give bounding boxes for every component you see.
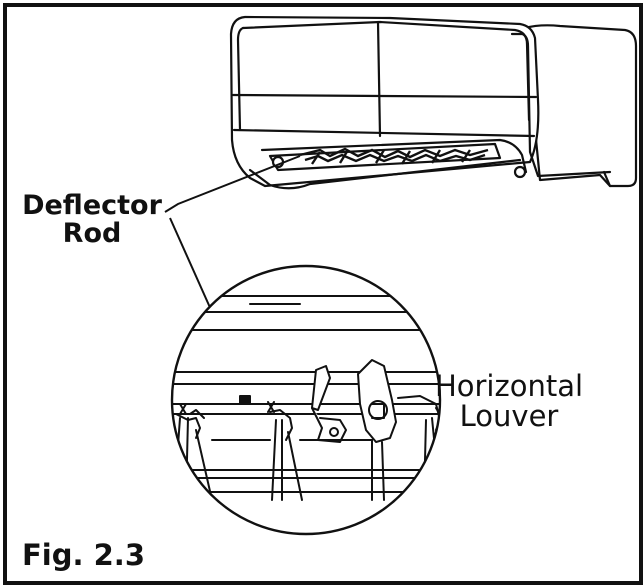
deflector-rod-label-line2: Rod xyxy=(62,218,122,250)
horizontal-louver-label: Horizontal Louver xyxy=(414,371,604,432)
deflector-rod-label-line1: Deflector xyxy=(22,190,162,221)
horizontal-louver-label-line2: Louver xyxy=(459,399,559,434)
figure-caption: Fig. 2.3 xyxy=(22,538,145,572)
leader-line xyxy=(164,155,301,313)
deflector-rod-label: Deflector Rod xyxy=(18,190,166,250)
horizontal-louver-label-line1: Horizontal xyxy=(434,369,584,403)
unit-louver-vents xyxy=(299,147,489,165)
indoor-unit xyxy=(229,15,638,190)
